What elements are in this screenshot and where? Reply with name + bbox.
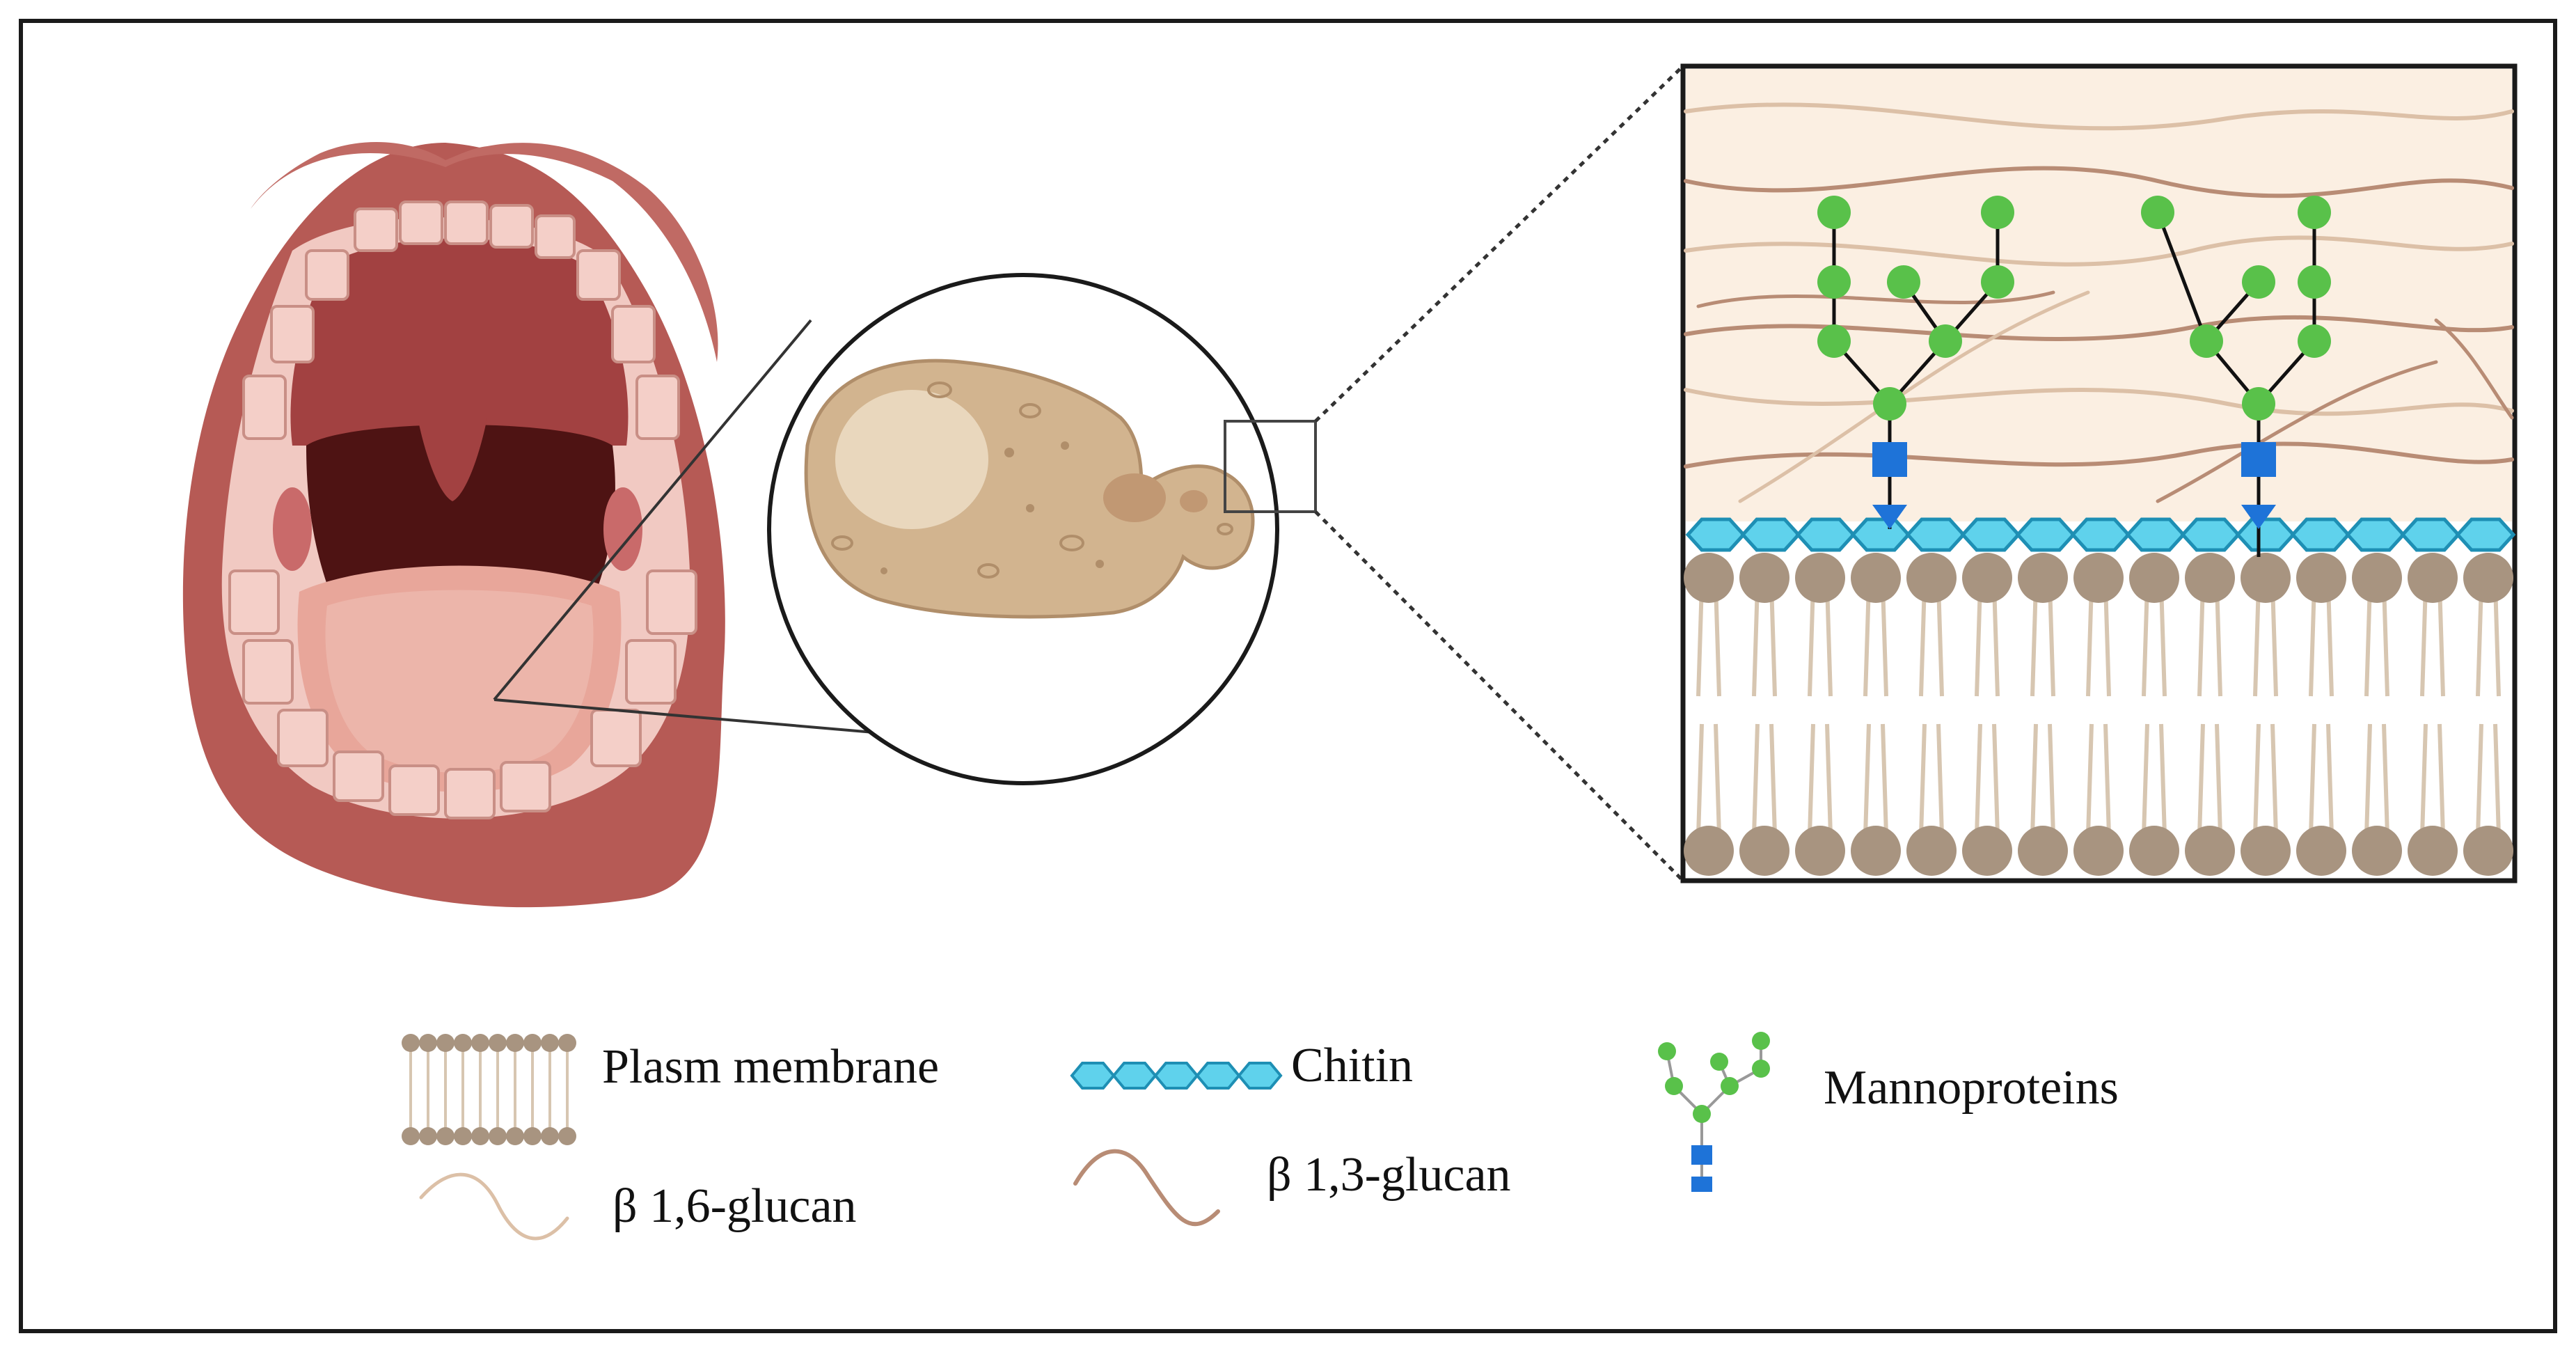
lipid-head <box>2408 553 2458 603</box>
lipid-head <box>1962 826 2012 876</box>
legend-beta16-glucan-label: β 1,6-glucan <box>613 1179 857 1233</box>
lipid-head <box>1851 553 1901 603</box>
chitin-unit <box>2180 517 2241 552</box>
lipid-head <box>1962 553 2012 603</box>
mannoprotein-icon <box>1658 1032 1770 1192</box>
chitin-unit <box>1905 517 1966 552</box>
lipid-head <box>2185 826 2235 876</box>
chitin-unit <box>2235 517 2296 552</box>
lipid-head <box>2241 553 2291 603</box>
lipid-head <box>1851 826 1901 876</box>
chitin-unit <box>1795 517 1856 552</box>
lipid-head <box>1906 826 1957 876</box>
lipid-head <box>2352 553 2402 603</box>
lipid-head <box>2463 553 2513 603</box>
lipid-head <box>1795 826 1845 876</box>
lipid-head <box>2241 826 2291 876</box>
mouth-illustration <box>182 141 725 908</box>
lipid-head <box>2185 553 2235 603</box>
legend-beta13-glucan-label: β 1,3-glucan <box>1267 1148 1511 1202</box>
chitin-unit <box>2070 517 2131 552</box>
chitin-unit <box>2290 517 2351 552</box>
lipid-head <box>1739 826 1789 876</box>
chitin-unit <box>2015 517 2076 552</box>
chitin-icon <box>1070 1062 1283 1090</box>
lipid-head <box>2296 826 2346 876</box>
chitin-unit <box>2455 517 2516 552</box>
zoom-line-lower <box>493 698 899 736</box>
lipid-head <box>1906 553 1957 603</box>
lipid-head <box>2073 826 2124 876</box>
zoom-box <box>1224 420 1317 513</box>
lipid-head <box>2018 553 2068 603</box>
lipid-head <box>2018 826 2068 876</box>
glucan-13-wave-icon <box>1073 1149 1220 1227</box>
chitin-unit <box>2125 517 2186 552</box>
zoom-dotted-lower <box>1314 510 1684 882</box>
plasma-membrane-icon <box>402 1034 576 1145</box>
chitin-unit <box>1960 517 2021 552</box>
chitin-unit <box>1685 517 1746 552</box>
legend: Plasm membrane β 1,6-glucan Chitin β 1,3… <box>402 1032 2119 1241</box>
lipid-head <box>2296 553 2346 603</box>
chitin-unit <box>1850 517 1911 552</box>
chitin-unit <box>2400 517 2461 552</box>
yeast-cell-illustration <box>767 273 1317 785</box>
lipid-head <box>1684 826 1734 876</box>
chitin-unit <box>1740 517 1801 552</box>
zoom-dotted-upper <box>1314 65 1684 423</box>
lipid-head <box>2463 826 2513 876</box>
lipid-head <box>2129 826 2179 876</box>
lipid-head <box>1684 553 1734 603</box>
chitin-unit <box>2345 517 2406 552</box>
glucan-16-wave-icon <box>419 1172 569 1241</box>
lipid-head <box>2408 826 2458 876</box>
cell-wall-cross-section <box>1680 63 2518 883</box>
lipid-head <box>1795 553 1845 603</box>
lipid-head <box>2352 826 2402 876</box>
lipid-head <box>1739 553 1789 603</box>
mannoprotein-tree-left <box>1817 196 2014 529</box>
legend-plasma-membrane-label: Plasm membrane <box>602 1040 939 1094</box>
legend-mannoproteins-label: Mannoproteins <box>1824 1061 2119 1115</box>
lipid-head <box>2129 553 2179 603</box>
legend-chitin-label: Chitin <box>1291 1039 1413 1092</box>
lipid-head <box>2073 553 2124 603</box>
mannoprotein-tree-right <box>2141 196 2331 557</box>
zoom-line-upper <box>493 319 812 701</box>
